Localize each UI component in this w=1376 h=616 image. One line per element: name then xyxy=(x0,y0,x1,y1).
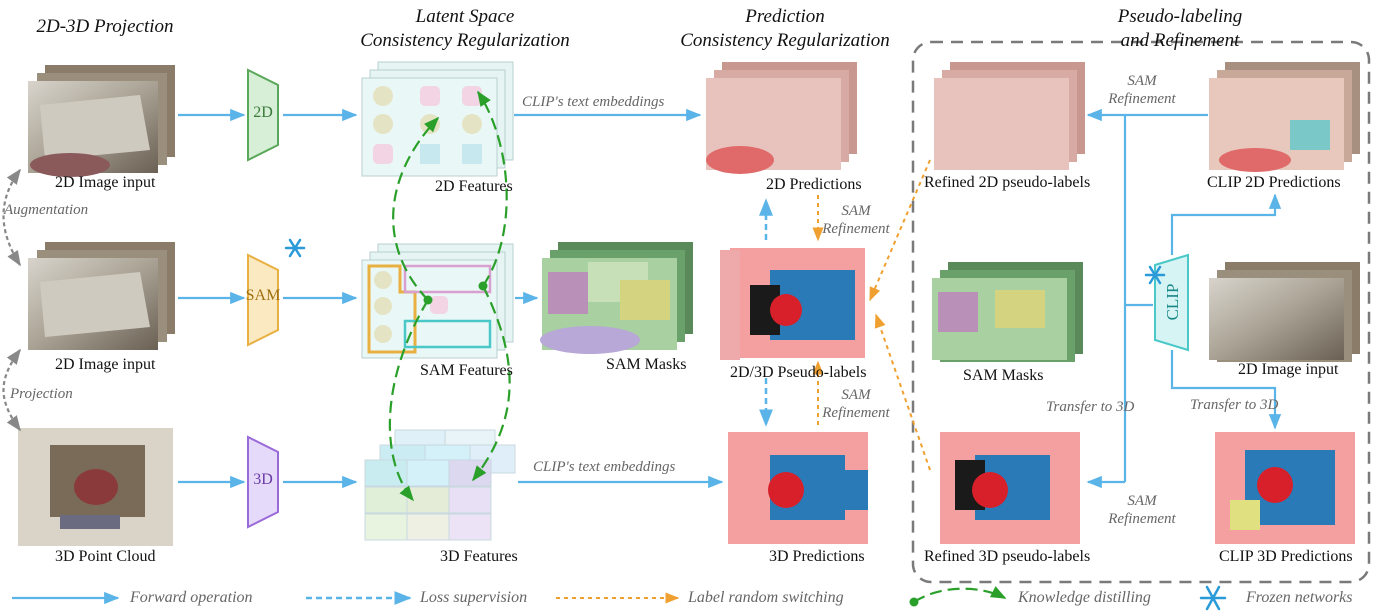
header-pseudo-line1: Pseudo-labeling xyxy=(1117,6,1243,27)
sam-masks-left-stack xyxy=(540,242,693,354)
annotation-sam-ref-b2: Refinement xyxy=(822,405,890,421)
frozen-icon-sam xyxy=(284,238,306,258)
pred-2d-stack xyxy=(706,62,857,174)
refined-2d-stack xyxy=(934,62,1085,170)
caption-img-input-top: 2D Image input xyxy=(55,174,156,191)
pred-3d-cloud xyxy=(728,432,868,544)
encoder-3d-shape xyxy=(247,435,279,529)
caption-sam-features: SAM Features xyxy=(420,362,513,379)
annotation-sam-ref-d2: Refinement xyxy=(1108,511,1176,527)
encoder-2d-shape xyxy=(247,68,279,162)
annotation-clip-text-bottom: CLIP's text embeddings xyxy=(533,459,676,475)
caption-sam-masks-right: SAM Masks xyxy=(963,367,1044,384)
frozen-icon-clip xyxy=(1144,265,1166,285)
caption-pred-2d: 2D Predictions xyxy=(766,176,862,193)
sam-features-stack xyxy=(361,243,514,359)
image-stack-top xyxy=(28,65,175,177)
caption-features-2d: 2D Features xyxy=(435,178,513,195)
encoder-3d-label: 3D xyxy=(253,471,273,488)
annotation-augmentation: Augmentation xyxy=(4,202,89,218)
encoder-2d-label: 2D xyxy=(253,104,273,121)
point-cloud-left xyxy=(18,428,173,546)
header-pred-line2: Consistency Regularization xyxy=(680,30,890,51)
legend-loss: Loss supervision xyxy=(420,589,528,606)
refined-3d-cloud xyxy=(940,432,1080,544)
encoder-sam-shape xyxy=(247,253,279,347)
legend-forward: Forward operation xyxy=(130,589,253,606)
header-latent-line2: Consistency Regularization xyxy=(360,30,570,51)
sam-masks-right-stack xyxy=(932,262,1083,362)
annotation-sam-ref-c1: SAM xyxy=(1127,73,1157,89)
encoder-clip-shape xyxy=(1154,253,1189,352)
legend-frozen: Frozen networks xyxy=(1246,589,1353,606)
caption-clip-3d: CLIP 3D Predictions xyxy=(1219,548,1353,565)
annotation-transfer-left: Transfer to 3D xyxy=(1046,399,1135,415)
caption-img-input-mid: 2D Image input xyxy=(55,356,156,373)
annotation-sam-ref-c2: Refinement xyxy=(1108,91,1176,107)
legend-distill: Knowledge distilling xyxy=(1018,589,1151,606)
caption-clip-2d: CLIP 2D Predictions xyxy=(1207,174,1341,191)
img-input-right-stack xyxy=(1209,262,1360,362)
legend-switch: Label random switching xyxy=(688,589,844,606)
caption-pred-3d: 3D Predictions xyxy=(769,548,865,565)
annotation-projection: Projection xyxy=(10,386,73,402)
encoder-clip-label: CLIP xyxy=(1163,283,1182,321)
features-3d-cubes xyxy=(364,429,516,541)
annotation-sam-ref-a1: SAM xyxy=(841,203,871,219)
pseudo-labeling-group-box xyxy=(911,40,1371,584)
caption-features-3d: 3D Features xyxy=(440,548,518,565)
image-stack-mid xyxy=(28,242,175,350)
clip-2d-stack xyxy=(1209,62,1360,172)
caption-refined-2d: Refined 2D pseudo-labels xyxy=(924,174,1091,191)
caption-sam-masks-left: SAM Masks xyxy=(606,356,687,373)
caption-point-cloud: 3D Point Cloud xyxy=(55,548,156,565)
encoder-sam-label: SAM xyxy=(245,287,281,304)
annotation-clip-text-top: CLIP's text embeddings xyxy=(522,94,665,110)
annotation-sam-ref-a2: Refinement xyxy=(822,221,890,237)
annotation-sam-ref-b1: SAM xyxy=(841,387,871,403)
pseudo-2d3d-cloud xyxy=(720,248,865,360)
caption-pseudo-2d3d: 2D/3D Pseudo-labels xyxy=(730,364,867,381)
header-projection: 2D-3D Projection xyxy=(36,16,174,37)
caption-refined-3d: Refined 3D pseudo-labels xyxy=(924,548,1091,565)
header-latent-line1: Latent Space xyxy=(415,6,515,27)
caption-img-input-right: 2D Image input xyxy=(1238,361,1339,378)
header-pred-line1: Prediction xyxy=(745,6,825,27)
frozen-icon-legend xyxy=(1199,585,1227,611)
clip-3d-cloud xyxy=(1215,432,1355,544)
header-pseudo-line2: and Refinement xyxy=(1120,30,1240,51)
annotation-transfer-right: Transfer to 3D xyxy=(1190,397,1279,413)
annotation-sam-ref-d1: SAM xyxy=(1127,493,1157,509)
